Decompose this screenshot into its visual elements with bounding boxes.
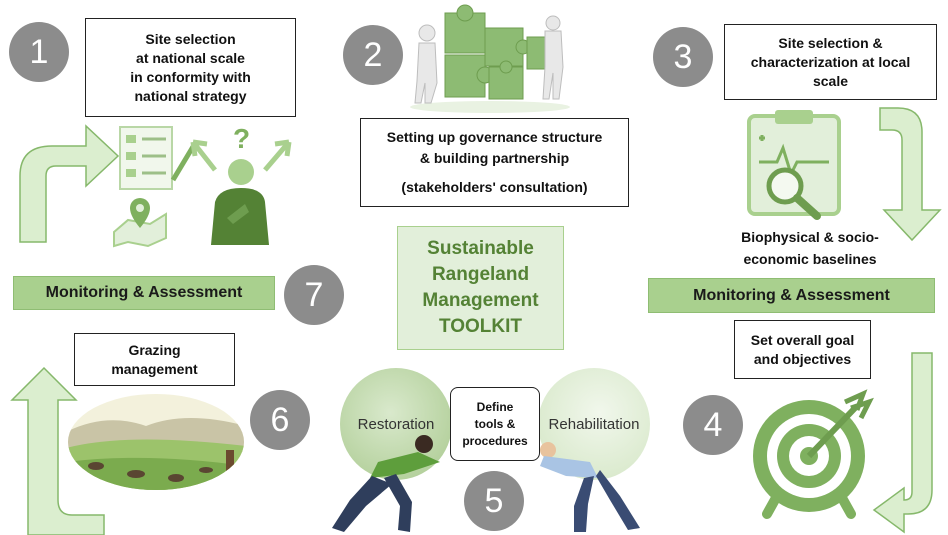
- step-1-box: Site selection at national scale in conf…: [85, 18, 296, 117]
- step-number-2: 2: [343, 25, 403, 85]
- arrow-bottom-left: [10, 366, 105, 535]
- step-4-line-1: Set overall goal: [750, 331, 855, 348]
- step-number-7: 7: [284, 265, 344, 325]
- center-title-box: Sustainable Rangeland Management TOOLKIT: [397, 226, 564, 350]
- center-title-line-4: TOOLKIT: [438, 316, 523, 337]
- map-pin-icon: [113, 198, 167, 248]
- arrow-top-left: [19, 124, 120, 243]
- step-5-line-3: procedures: [462, 433, 528, 448]
- step-1-line-2: at national scale: [136, 49, 245, 66]
- step-number-5: 5: [464, 471, 524, 531]
- thinking-person-icon: ?: [190, 123, 292, 245]
- step-2-box: Setting up governance structure & buildi…: [360, 118, 629, 207]
- step-5-box: Define tools & procedures: [450, 387, 540, 461]
- target-icon: [753, 389, 874, 519]
- step-number-6: 6: [250, 390, 310, 450]
- step-5-line-1: Define: [476, 399, 514, 414]
- step-1-line-1: Site selection: [145, 30, 236, 47]
- center-title-line-2: Rangeland: [431, 264, 530, 285]
- step-3-box: Site selection & characterization at loc…: [724, 24, 937, 100]
- clipboard-magnifier-icon: [747, 110, 841, 220]
- step-3-line-3: scale: [812, 72, 849, 89]
- step-4-box: Set overall goal and objectives: [734, 320, 871, 379]
- checklist-icon: [119, 126, 197, 190]
- step-6-line-2: management: [111, 360, 198, 377]
- step-3-caption-line-1: Biophysical & socio-: [741, 229, 879, 245]
- step-4-line-2: and objectives: [753, 350, 852, 367]
- step-2-sub: (stakeholders' consultation): [401, 179, 588, 195]
- step-1-line-4: national strategy: [134, 87, 247, 104]
- center-title-line-3: Management: [422, 290, 539, 311]
- step-2-line-2: & building partnership: [419, 150, 570, 166]
- monitoring-band-left: Monitoring & Assessment: [13, 276, 275, 310]
- step-3-line-1: Site selection &: [778, 34, 883, 51]
- step-2-line-1: Setting up governance structure: [386, 129, 603, 145]
- step-5-line-2: tools &: [474, 416, 516, 431]
- rehabilitation-ball: Rehabilitation: [538, 368, 650, 480]
- step-6-line-1: Grazing: [128, 341, 181, 358]
- arrow-top-right: [879, 107, 942, 242]
- restoration-ball: Restoration: [340, 368, 452, 480]
- monitoring-band-right: Monitoring & Assessment: [648, 278, 935, 313]
- step-3-caption: Biophysical & socio- economic baselines: [710, 226, 910, 270]
- step-3-caption-line-2: economic baselines: [743, 251, 877, 267]
- step-number-1: 1: [9, 22, 69, 82]
- svg-text:?: ?: [233, 123, 250, 154]
- landscape-illustration: [68, 394, 244, 490]
- step-3-line-2: characterization at local: [750, 53, 911, 70]
- step-6-box: Grazing management: [74, 333, 235, 386]
- arrow-bottom-right: [872, 352, 933, 534]
- step-1-line-3: in conformity with: [130, 68, 251, 85]
- step-number-3: 3: [653, 27, 713, 87]
- step-number-4: 4: [683, 395, 743, 455]
- puzzle-people-icon: [410, 4, 570, 113]
- center-title-line-1: Sustainable: [427, 238, 534, 259]
